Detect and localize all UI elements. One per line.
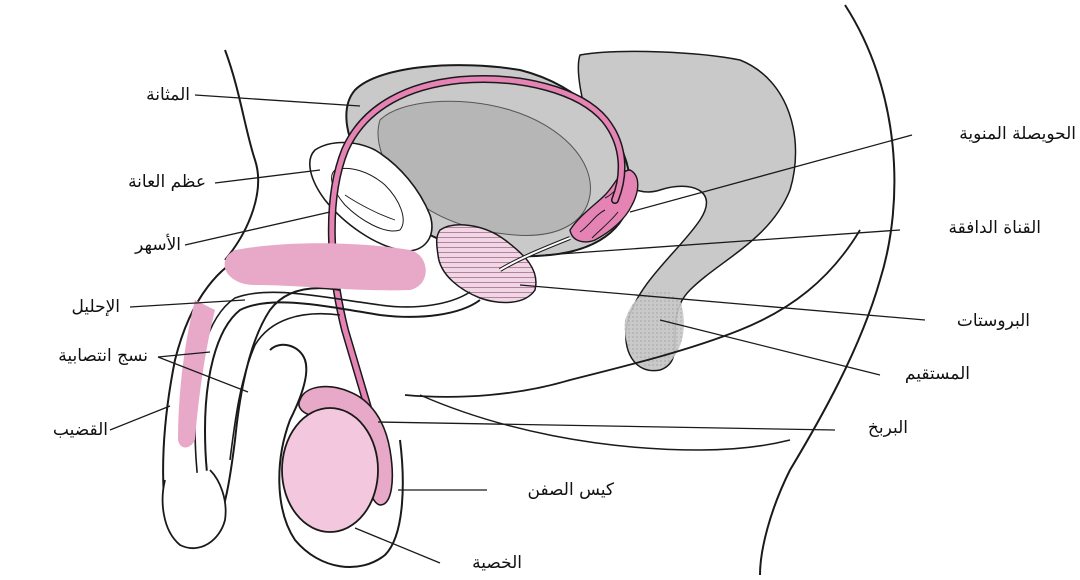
rectum-stipple	[624, 289, 684, 369]
label-rectum: المستقيم	[904, 364, 970, 384]
leader-erectile-2	[157, 356, 249, 393]
urethra-outer	[203, 299, 481, 521]
testis	[281, 407, 379, 533]
back-outline	[759, 4, 896, 576]
perineum-line-2	[419, 394, 791, 451]
leader-urethra	[129, 299, 246, 308]
penis-glans	[161, 469, 227, 550]
scrotum-outline	[269, 343, 404, 568]
label-erectile-tissue: نسج انتصابية	[58, 346, 148, 366]
prostate	[435, 224, 537, 304]
label-seminal-vesicle: الحويصلة المنوية	[959, 124, 1076, 144]
leader-penis	[109, 405, 171, 431]
leader-seminal-vesicle	[629, 134, 913, 213]
label-pubic-bone: عظم العانة	[128, 172, 206, 192]
erectile-tissue-upper	[224, 243, 426, 291]
leader-testis	[354, 527, 441, 564]
label-scrotum: كيس الصفن	[527, 480, 615, 500]
vas-deferens-fill	[329, 76, 625, 468]
label-bladder: المثانة	[146, 85, 190, 105]
label-prostate: البروستات	[956, 311, 1030, 331]
ejaculatory-duct-fill	[499, 237, 571, 271]
leader-vas-deferens	[184, 211, 331, 246]
label-testis: الخصية	[472, 553, 522, 573]
perineum-line	[404, 229, 861, 398]
leader-bladder	[194, 94, 361, 107]
leader-prostate	[519, 284, 926, 321]
leader-epididymis	[377, 421, 836, 431]
leader-ejaculatory-duct	[544, 229, 901, 256]
label-ejaculatory-duct: القناة الدافقة	[948, 218, 1041, 238]
leader-pubic-bone	[214, 169, 321, 184]
label-urethra: الإحليل	[71, 297, 120, 317]
leader-rectum	[659, 319, 881, 376]
label-vas-deferens: الأسهر	[135, 235, 181, 255]
label-penis: القضيب	[52, 420, 108, 440]
label-epididymis: البربخ	[867, 418, 908, 438]
leader-erectile-1	[157, 351, 211, 358]
leader-lines	[109, 94, 926, 564]
pubic-bone-inner-2	[344, 194, 396, 221]
urethra-inner	[194, 291, 471, 521]
abdomen-outline	[224, 49, 260, 261]
erectile-tissue-shaft	[178, 300, 215, 448]
penis-underside	[229, 312, 341, 461]
